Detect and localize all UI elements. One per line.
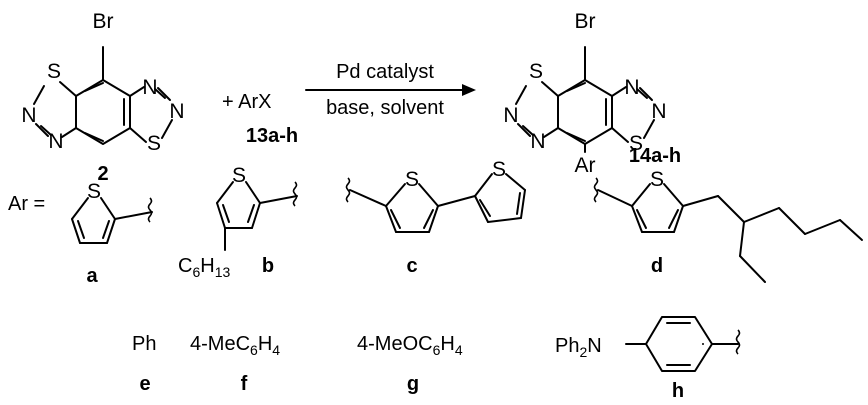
reaction-arrow	[305, 84, 476, 96]
reactant-2-structure	[33, 46, 173, 145]
ar-prefix: Ar =	[8, 193, 45, 215]
substituent-e-text: Ph	[132, 333, 156, 355]
reactant-n-atom-right-lower: N	[169, 100, 184, 123]
reactant-s-atom-right: S	[147, 132, 161, 155]
reagent-text: + ArX	[222, 91, 271, 113]
reagent-label: 13a-h	[246, 125, 298, 147]
substituent-c-s-atom-1: S	[405, 168, 419, 191]
substituent-e-label: e	[139, 373, 150, 395]
substituent-a-structure	[71, 197, 153, 244]
product-s-atom-right: S	[629, 132, 643, 155]
product-label: 14a-h	[629, 145, 681, 167]
product-n-atom-right-lower: N	[651, 100, 666, 123]
reactant-n-atom-left-lower: N	[48, 130, 63, 153]
substituent-f-text: 4-MeC6H4	[190, 333, 280, 358]
product-n-atom-right-upper: N	[624, 76, 639, 99]
reactant-n-atom-right-upper: N	[142, 76, 157, 99]
product-ar-group: Ar	[575, 154, 596, 177]
substituent-c-label: c	[406, 255, 417, 277]
product-s-atom-left: S	[529, 60, 543, 83]
substituent-h-label: h	[672, 380, 684, 402]
substituent-g-text: 4-MeOC6H4	[357, 333, 463, 358]
substituent-a-s-atom: S	[87, 180, 101, 203]
substituent-f-label: f	[241, 373, 248, 395]
substituent-c-structure	[345, 173, 526, 233]
substituent-c-s-atom-2: S	[492, 158, 506, 181]
reactant-label: 2	[97, 163, 108, 185]
arrow-conditions-bottom: base, solvent	[326, 97, 444, 119]
product-14-structure	[515, 46, 655, 153]
substituent-d-s-atom: S	[650, 168, 664, 191]
substituent-b-label: b	[262, 255, 274, 277]
arrow-conditions-top: Pd catalyst	[336, 61, 434, 83]
substituent-a-label: a	[86, 265, 98, 287]
substituent-d-structure	[593, 177, 863, 283]
substituent-g-label: g	[407, 373, 419, 395]
substituent-h-structure	[625, 316, 741, 372]
product-n-atom-left-upper: N	[503, 104, 518, 127]
reactant-s-atom-left: S	[47, 60, 61, 83]
substituent-b-hexyl: C6H13	[178, 255, 230, 280]
reactant-n-atom-left-upper: N	[21, 104, 36, 127]
substituent-h-ph2n: Ph2N	[555, 335, 602, 360]
substituent-b-s-atom: S	[232, 164, 246, 187]
product-br-atom: Br	[575, 10, 596, 33]
product-n-atom-left-lower: N	[530, 130, 545, 153]
substituent-b-structure	[216, 181, 298, 251]
substituent-d-label: d	[651, 255, 663, 277]
reactant-br-atom: Br	[93, 10, 114, 33]
